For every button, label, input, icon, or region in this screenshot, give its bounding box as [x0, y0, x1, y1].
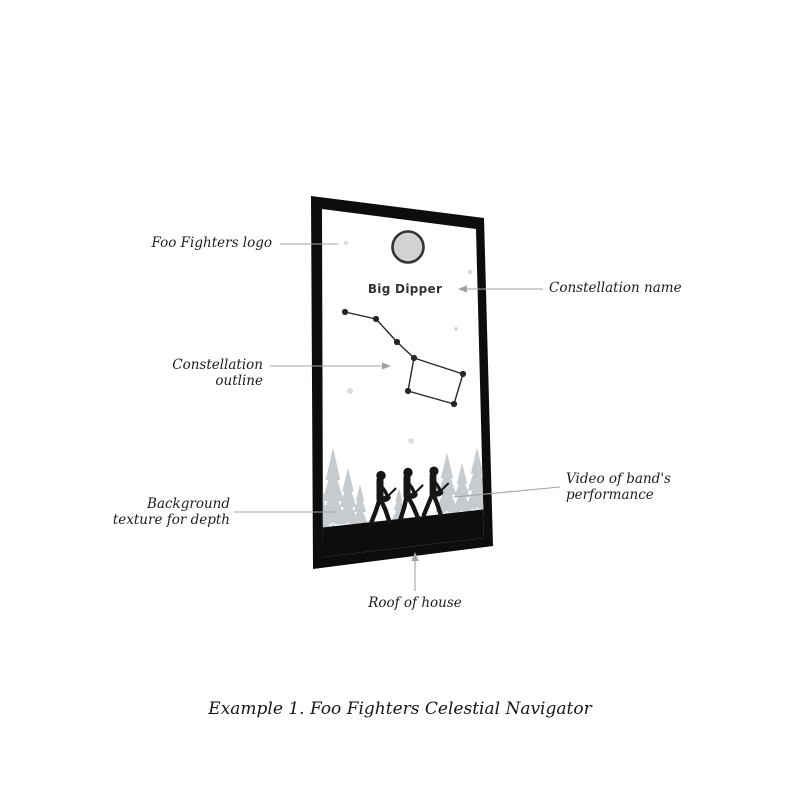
- constellation-star: [372, 315, 380, 323]
- roof-band: [322, 508, 484, 557]
- background-star: [347, 388, 353, 394]
- guitar-neck-icon: [413, 484, 424, 495]
- constellation-edge: [396, 341, 415, 359]
- silhouette-back-leg: [398, 492, 410, 522]
- silhouette-back-leg: [421, 490, 436, 518]
- silhouette-front-leg: [377, 495, 392, 525]
- pine-tree: [337, 467, 359, 528]
- annotation-text: performance: [566, 486, 654, 503]
- annotation-background-texture: Background texture for depth: [112, 496, 230, 529]
- background-stars: [343, 240, 473, 444]
- constellation-edge: [407, 390, 455, 405]
- connectors: [234, 243, 561, 591]
- annotation-foo-fighters-logo: Foo Fighters logo: [151, 235, 273, 252]
- constellation-name-text: Big Dipper: [368, 282, 442, 296]
- annotation-text: Constellation: [172, 357, 263, 373]
- background-star: [454, 327, 458, 331]
- pine-tree: [452, 462, 472, 515]
- pine-tree: [322, 478, 330, 531]
- foo-fighters-logo-icon: [391, 230, 425, 264]
- constellation-star: [410, 354, 418, 362]
- figure-caption: Example 1. Foo Fighters Celestial Naviga…: [208, 699, 592, 719]
- annotation-text: texture for depth: [112, 511, 230, 528]
- background-star: [408, 438, 414, 444]
- annotation-text: Video of band's: [566, 471, 671, 487]
- annotation-text: outline: [215, 372, 263, 389]
- constellation-star: [450, 400, 458, 408]
- silhouette-front-leg: [404, 492, 421, 521]
- annotation-text: Roof of house: [368, 595, 462, 611]
- constellation-star: [459, 370, 467, 378]
- band-member-silhouette: [421, 466, 450, 519]
- constellation-outline-graphic: [341, 308, 467, 408]
- constellation-edge: [453, 373, 464, 405]
- guitar-neck-icon: [439, 482, 450, 492]
- silhouette-back-leg: [369, 495, 383, 525]
- arrowhead-constellation-outline: [382, 362, 391, 370]
- band-member-silhouette: [369, 470, 397, 525]
- constellation-star: [341, 308, 349, 316]
- background-star: [343, 240, 349, 246]
- annotation-text: Foo Fighters logo: [151, 235, 273, 251]
- constellation-edge: [413, 357, 464, 375]
- silhouette-arm: [378, 482, 390, 499]
- silhouette-arm: [405, 479, 417, 496]
- screen-content: Big Dipper: [322, 230, 484, 557]
- annotation-roof-of-house: Roof of house: [355, 595, 475, 612]
- band-member-silhouette: [398, 467, 424, 522]
- constellation-star: [393, 338, 401, 346]
- arrowhead-roof-of-house: [411, 552, 419, 561]
- annotation-text: Constellation name: [549, 280, 682, 296]
- arrowhead-constellation-name: [458, 285, 467, 293]
- constellation-star: [404, 387, 412, 395]
- constellation-edge: [344, 311, 377, 320]
- silhouette-arm: [431, 477, 443, 494]
- annotation-text: Background: [147, 496, 230, 512]
- constellation-edge: [375, 318, 398, 343]
- band-silhouettes: [369, 466, 450, 525]
- annotation-video-of-performance: Video of band's performance: [566, 471, 671, 504]
- annotation-constellation-outline: Constellation outline: [172, 357, 263, 390]
- pine-tree: [352, 484, 368, 527]
- background-star: [467, 269, 473, 275]
- annotation-constellation-name: Constellation name: [549, 280, 682, 297]
- connector-video-of-performance: [453, 486, 561, 498]
- constellation-edge: [407, 357, 415, 392]
- guitar-neck-icon: [386, 487, 397, 498]
- silhouette-front-leg: [430, 490, 444, 519]
